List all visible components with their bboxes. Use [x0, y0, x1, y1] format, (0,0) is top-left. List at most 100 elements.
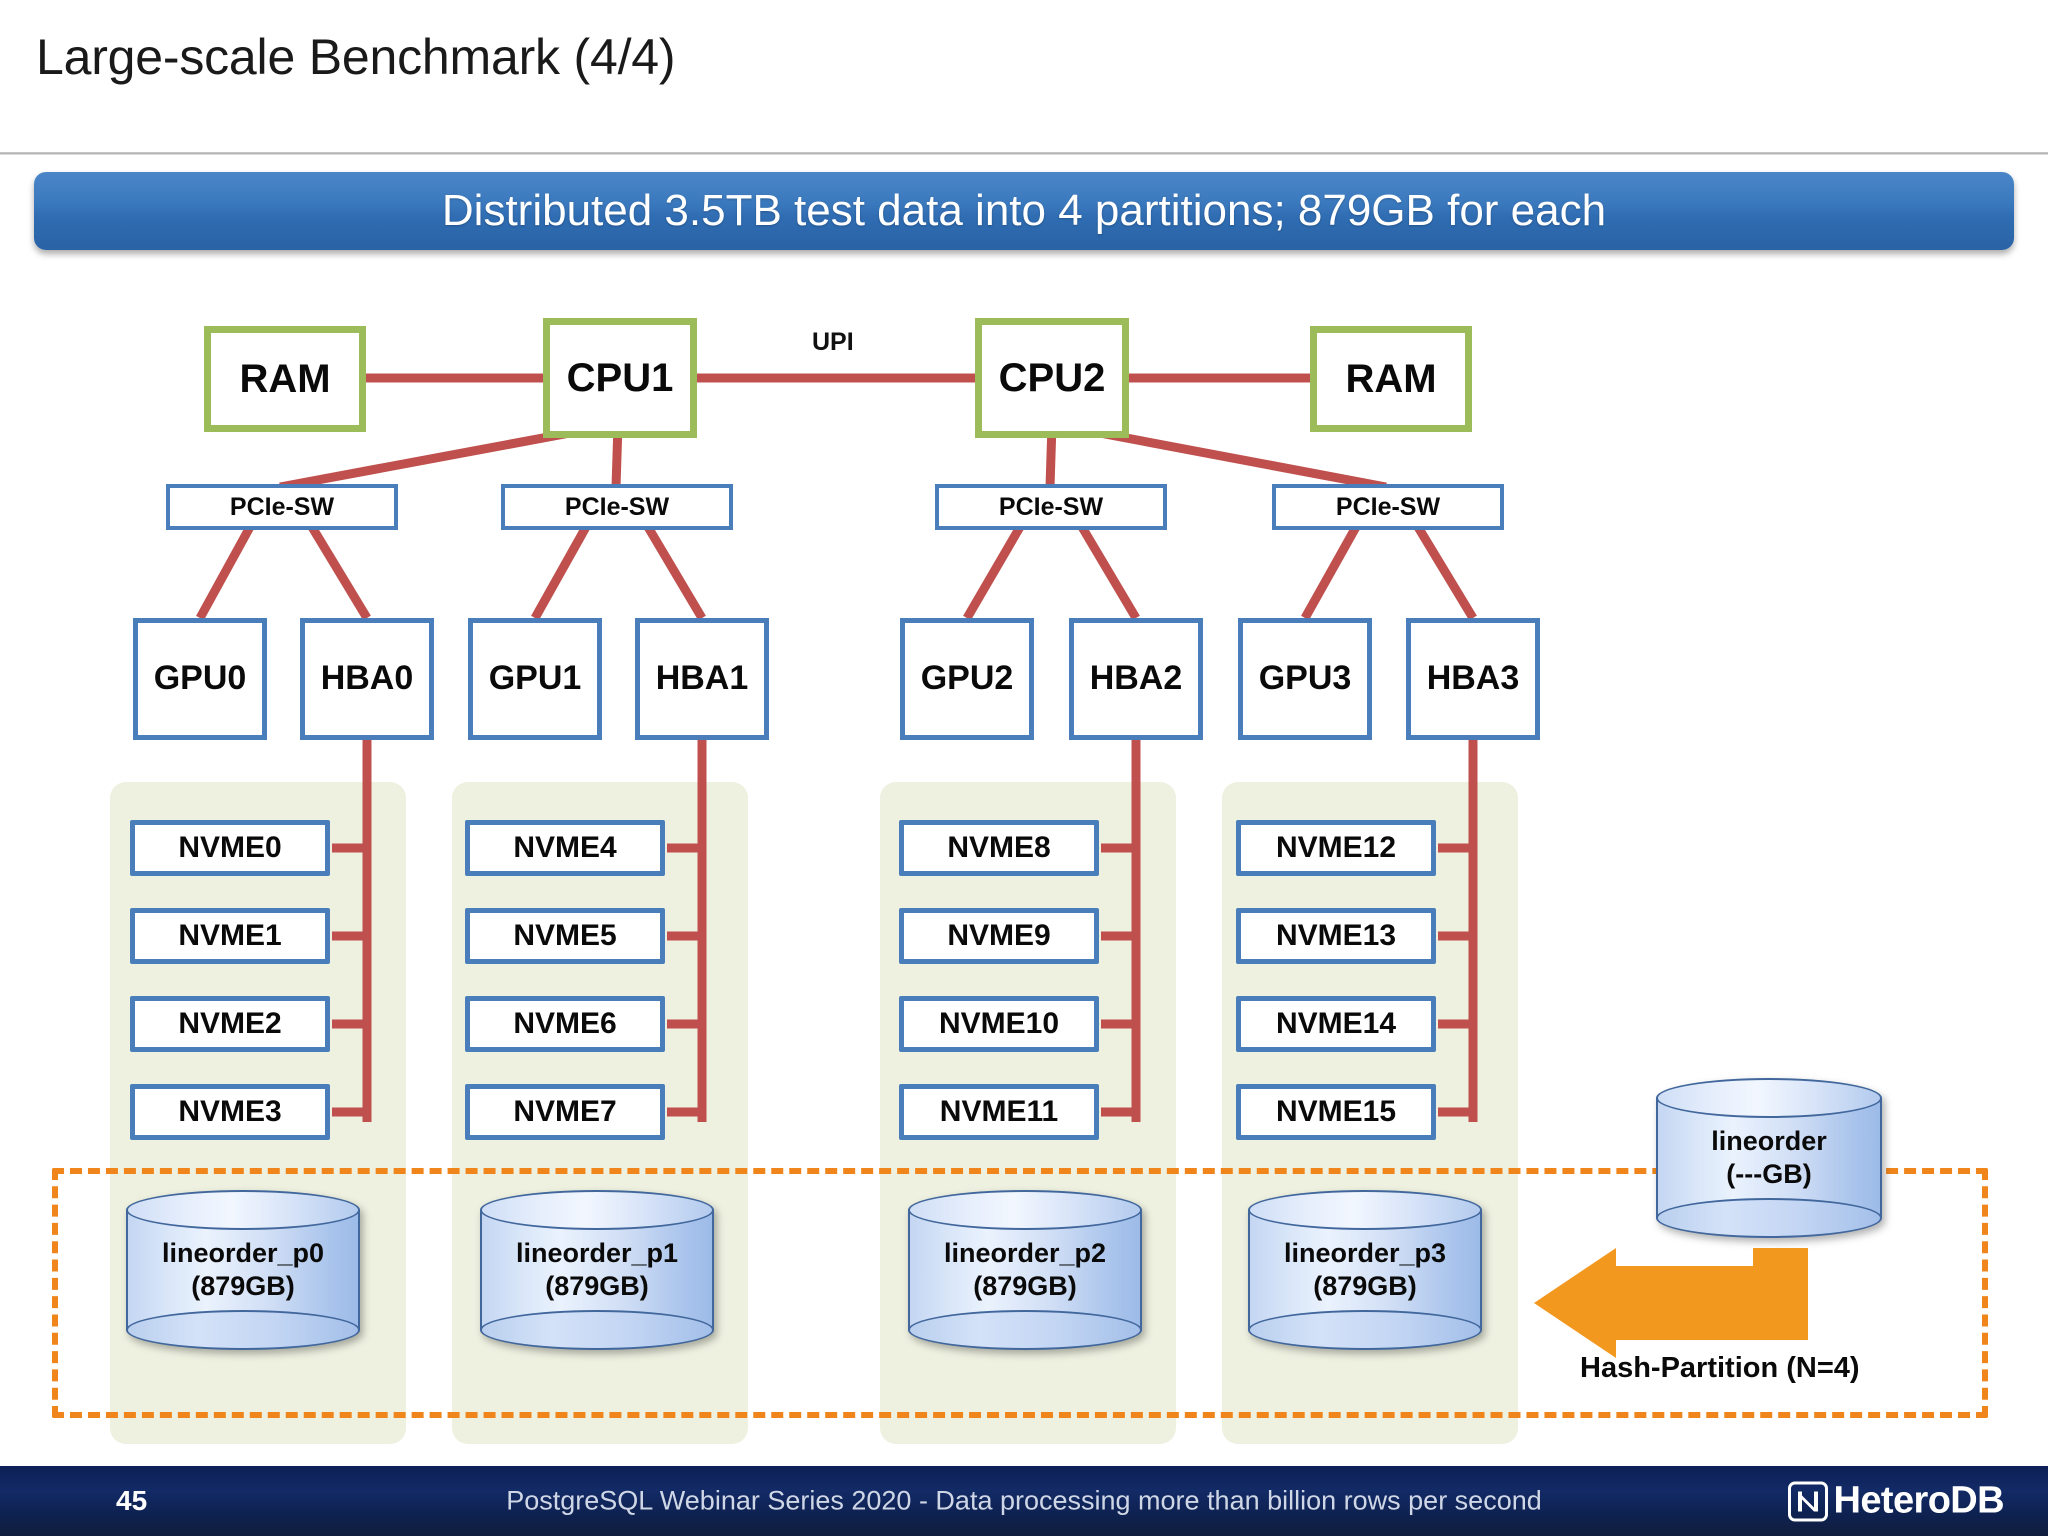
heterodb-wordmark: HeteroDB [1833, 1479, 2005, 1522]
hba1-label: HBA1 [655, 659, 749, 698]
nvme-label: NVME15 [1275, 1095, 1397, 1129]
nvme-node: NVME2 [130, 996, 330, 1052]
cpu1-node: CPU1 [543, 318, 697, 438]
nvme-node: NVME12 [1236, 820, 1436, 876]
banner-text: Distributed 3.5TB test data into 4 parti… [441, 186, 1607, 235]
partition-cylinder-p2: lineorder_p2 (879GB) [908, 1190, 1142, 1350]
partition-cylinder-p3: lineorder_p3 (879GB) [1248, 1190, 1482, 1350]
cylinder-top [1248, 1190, 1482, 1230]
nvme-label: NVME12 [1275, 831, 1397, 865]
nvme-label: NVME13 [1275, 919, 1397, 953]
hba2-node: HBA2 [1069, 618, 1203, 740]
gpu0-label: GPU0 [153, 659, 247, 698]
gpu2-node: GPU2 [900, 618, 1034, 740]
ram-left-label: RAM [239, 357, 331, 401]
cylinder-bottom [480, 1310, 714, 1350]
ram-right-label: RAM [1345, 357, 1437, 401]
cylinder-top [480, 1190, 714, 1230]
nvme-node: NVME13 [1236, 908, 1436, 964]
hba0-label: HBA0 [320, 659, 414, 698]
partition-size: (879GB) [545, 1271, 649, 1301]
nvme-label: NVME2 [178, 1007, 282, 1041]
gpu3-label: GPU3 [1258, 659, 1352, 698]
heterodb-mark-icon [1787, 1481, 1828, 1521]
hba0-node: HBA0 [300, 618, 434, 740]
nvme-node: NVME15 [1236, 1084, 1436, 1140]
nvme-label: NVME1 [178, 919, 282, 953]
cylinder-top [126, 1190, 360, 1230]
nvme-node: NVME6 [465, 996, 665, 1052]
hba1-node: HBA1 [635, 618, 769, 740]
pcie-sw-1-node: PCIe-SW [501, 484, 733, 530]
cylinder-bottom [908, 1310, 1142, 1350]
pcie-sw-3-label: PCIe-SW [1335, 492, 1441, 521]
nvme-label: NVME6 [513, 1007, 617, 1041]
source-table-name: lineorder [1711, 1126, 1827, 1157]
cpu2-node: CPU2 [975, 318, 1129, 438]
pcie-sw-0-node: PCIe-SW [166, 484, 398, 530]
nvme-label: NVME5 [513, 919, 617, 953]
footer-bar: 45 PostgreSQL Webinar Series 2020 - Data… [0, 1466, 2048, 1536]
page-title: Large-scale Benchmark (4/4) [36, 29, 676, 85]
nvme-label: NVME8 [947, 831, 1051, 865]
title-divider [0, 152, 2048, 155]
pcie-sw-0-label: PCIe-SW [229, 492, 335, 521]
nvme-node: NVME3 [130, 1084, 330, 1140]
footer-caption: PostgreSQL Webinar Series 2020 - Data pr… [506, 1485, 1542, 1516]
gpu1-label: GPU1 [488, 659, 582, 698]
partition-cylinder-p0: lineorder_p0 (879GB) [126, 1190, 360, 1350]
partition-name: lineorder_p2 [943, 1238, 1107, 1269]
nvme-node: NVME1 [130, 908, 330, 964]
heterodb-logo: HeteroDB [1787, 1479, 2005, 1523]
source-table-cylinder: lineorder (---GB) [1656, 1078, 1882, 1238]
partition-name: lineorder_p1 [515, 1238, 679, 1269]
partition-size: (879GB) [1313, 1271, 1417, 1301]
partition-group-box [52, 1168, 1988, 1418]
cpu2-label: CPU2 [998, 356, 1106, 400]
nvme-node: NVME0 [130, 820, 330, 876]
gpu1-node: GPU1 [468, 618, 602, 740]
partition-name: lineorder_p0 [161, 1238, 325, 1269]
source-table-size: (---GB) [1726, 1159, 1812, 1189]
pcie-sw-2-node: PCIe-SW [935, 484, 1167, 530]
partition-name: lineorder_p3 [1283, 1238, 1447, 1269]
nvme-node: NVME5 [465, 908, 665, 964]
upi-label: UPI [812, 328, 854, 356]
nvme-label: NVME11 [939, 1095, 1059, 1129]
partition-size: (879GB) [191, 1271, 295, 1301]
nvme-label: NVME9 [947, 919, 1051, 953]
nvme-node: NVME7 [465, 1084, 665, 1140]
hash-partition-label: Hash-Partition (N=4) [1580, 1352, 1860, 1384]
nvme-node: NVME9 [899, 908, 1099, 964]
nvme-label: NVME4 [513, 831, 617, 865]
pcie-sw-1-label: PCIe-SW [564, 492, 670, 521]
nvme-node: NVME10 [899, 996, 1099, 1052]
partition-size: (879GB) [973, 1271, 1077, 1301]
hba3-node: HBA3 [1406, 618, 1540, 740]
nvme-label: NVME3 [178, 1095, 282, 1129]
hash-partition-arrow-icon [1534, 1248, 1808, 1358]
cylinder-bottom [1656, 1198, 1882, 1238]
partition-cylinder-p1: lineorder_p1 (879GB) [480, 1190, 714, 1350]
cylinder-bottom [126, 1310, 360, 1350]
gpu3-node: GPU3 [1238, 618, 1372, 740]
nvme-node: NVME11 [899, 1084, 1099, 1140]
gpu0-node: GPU0 [133, 618, 267, 740]
gpu2-label: GPU2 [920, 659, 1014, 698]
cylinder-top [908, 1190, 1142, 1230]
cylinder-bottom [1248, 1310, 1482, 1350]
hba2-label: HBA2 [1089, 659, 1183, 698]
pcie-sw-2-label: PCIe-SW [998, 492, 1104, 521]
hba3-label: HBA3 [1426, 659, 1520, 698]
ram-left-node: RAM [204, 326, 366, 432]
page-number: 45 [116, 1485, 148, 1516]
pcie-sw-3-node: PCIe-SW [1272, 484, 1504, 530]
banner: Distributed 3.5TB test data into 4 parti… [34, 172, 2014, 250]
cylinder-top [1656, 1078, 1882, 1118]
nvme-label: NVME14 [1275, 1007, 1397, 1041]
nvme-label: NVME0 [178, 831, 282, 865]
cpu1-label: CPU1 [566, 356, 674, 400]
nvme-label: NVME10 [938, 1007, 1060, 1041]
nvme-node: NVME4 [465, 820, 665, 876]
nvme-node: NVME8 [899, 820, 1099, 876]
